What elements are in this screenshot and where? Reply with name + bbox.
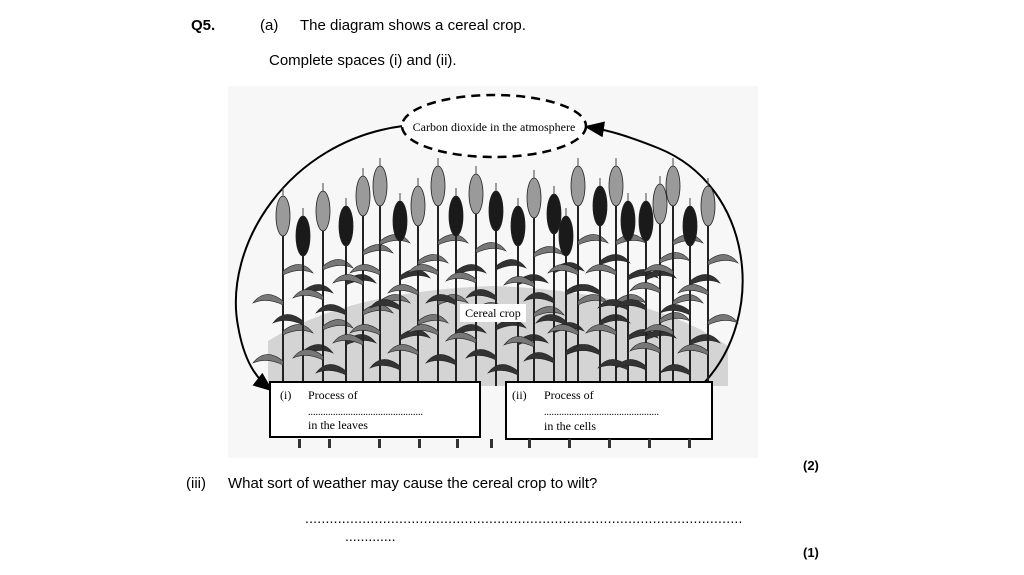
box-ii: (ii) Process of ........................… bbox=[505, 381, 713, 440]
answer-line-1: ........................................… bbox=[305, 510, 743, 526]
co2-label: Carbon dioxide in the atmosphere bbox=[413, 120, 576, 134]
instruction-text: Complete spaces (i) and (ii). bbox=[269, 52, 457, 69]
box-ii-line2: in the cells bbox=[544, 419, 596, 433]
box-i: (i) Process of .........................… bbox=[269, 381, 481, 438]
part-a-label: (a) bbox=[260, 17, 279, 34]
ground-stubs bbox=[298, 439, 691, 448]
crop-plants bbox=[252, 158, 739, 386]
cycle-arrow-left bbox=[234, 125, 404, 392]
box-i-number: (i) bbox=[280, 388, 291, 402]
cycle-arrow-right bbox=[584, 121, 744, 385]
part-iii-label: (iii) bbox=[186, 475, 206, 492]
box-ii-number: (ii) bbox=[512, 388, 527, 402]
box-ii-answer-dots: ........................................… bbox=[544, 407, 659, 418]
box-i-line1: Process of bbox=[308, 388, 358, 402]
co2-cloud bbox=[400, 93, 588, 159]
marks-part-a: (2) bbox=[803, 458, 819, 473]
answer-line-2: ............. bbox=[345, 528, 396, 544]
part-a-text: The diagram shows a cereal crop. bbox=[300, 17, 526, 34]
box-i-answer-dots: ........................................… bbox=[308, 407, 423, 418]
question-number: Q5. bbox=[191, 17, 216, 34]
box-i-line2: in the leaves bbox=[308, 418, 368, 432]
box-ii-line1: Process of bbox=[544, 388, 594, 402]
cereal-crop-diagram: Carbon dioxide in the atmosphere Cereal … bbox=[228, 86, 758, 458]
marks-part-iii: (1) bbox=[803, 545, 819, 560]
crop-label: Cereal crop bbox=[465, 306, 521, 320]
part-iii-text: What sort of weather may cause the cerea… bbox=[228, 475, 598, 492]
